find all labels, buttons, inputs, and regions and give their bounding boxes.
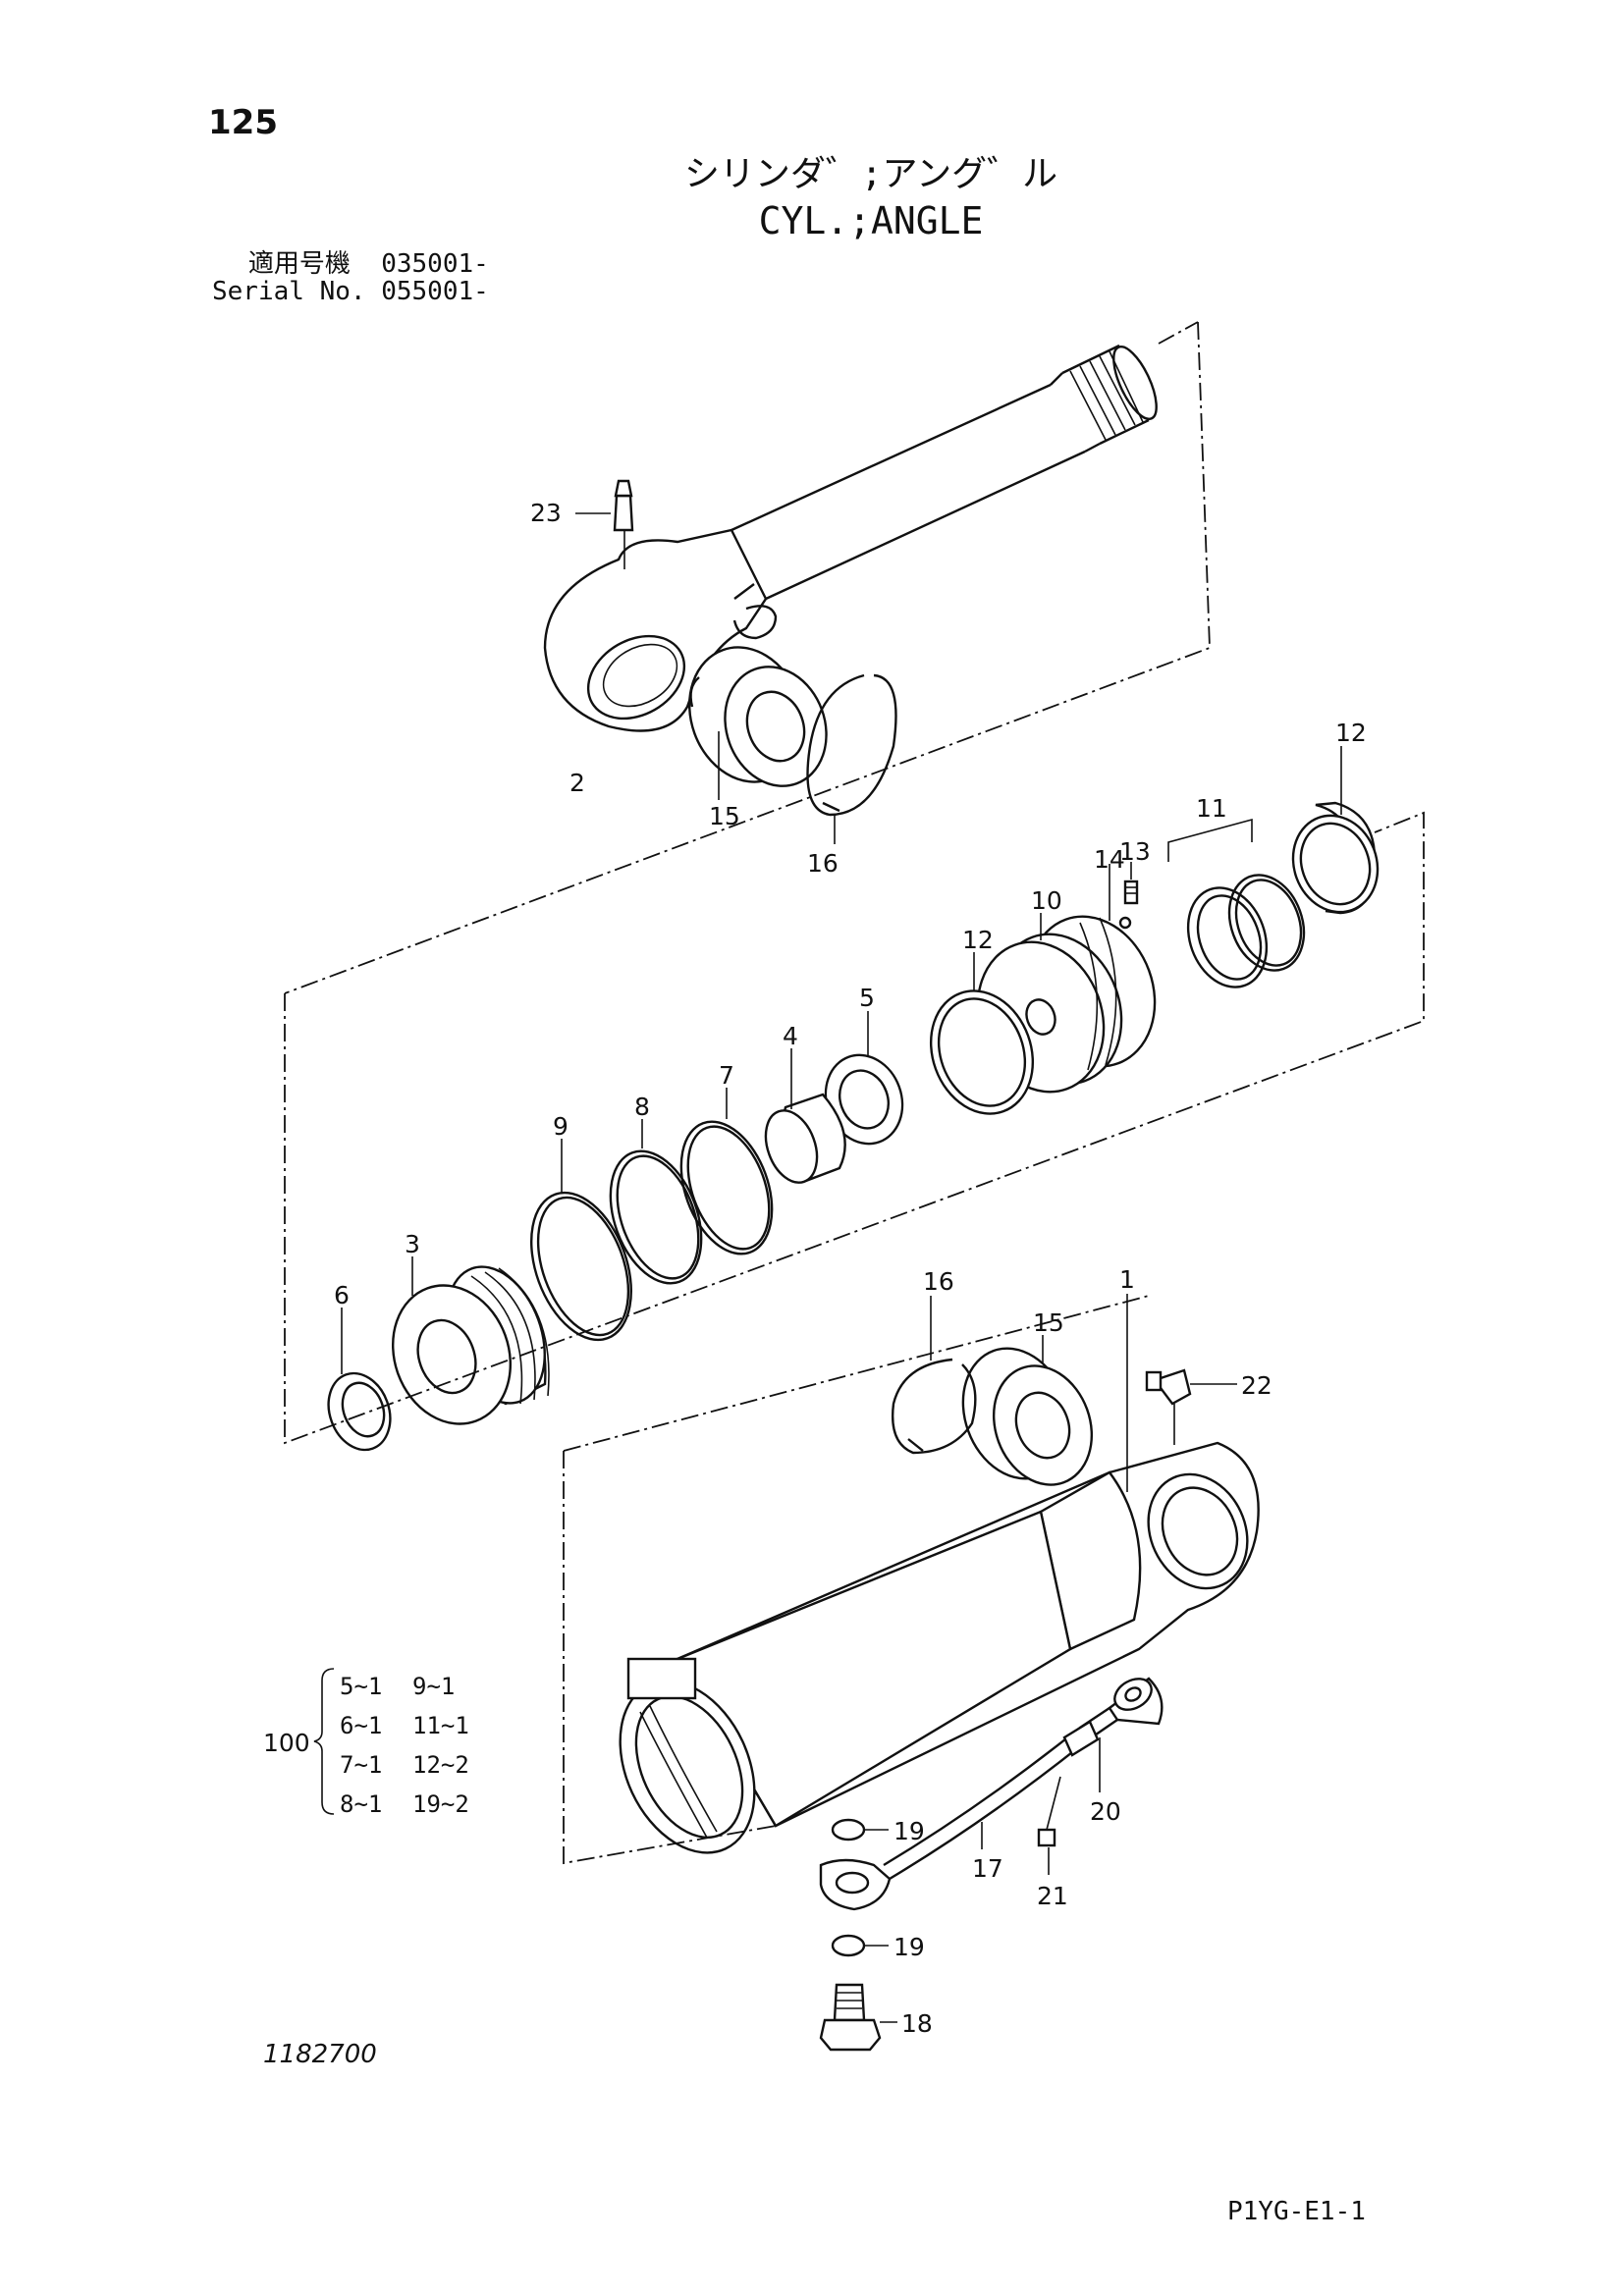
kit-number: 100 [263,1729,310,1757]
part-23-grease-nipple [575,479,634,569]
part-16-snap-ring-lower [892,1296,977,1455]
seal-kit-100: 100 5~1 9~1 6~1 11~1 7~1 12~2 8~1 19~2 [263,1668,469,1818]
piston-rod-assembly [284,321,1211,994]
callout-23: 23 [530,499,562,527]
callout-19-lower: 19 [893,1933,925,1961]
part-4-bushing [764,1048,846,1184]
callout-12-left: 12 [962,926,994,954]
kit-row-4-left: 8~1 [340,1790,382,1818]
part-7-o-ring [679,1088,774,1255]
part-12-ring-left [929,952,1035,1115]
part-20-clamp [1062,1720,1101,1792]
part-6-dust-seal [327,1308,392,1452]
callout-5: 5 [859,984,875,1012]
part-19-o-ring-lower [831,1934,889,1957]
callout-11: 11 [1196,794,1227,823]
callout-17: 17 [972,1854,1003,1883]
kit-row-3-right: 12~2 [412,1751,469,1779]
callout-1: 1 [1119,1265,1135,1294]
callout-3: 3 [405,1230,420,1258]
callout-7: 7 [719,1061,734,1090]
kit-row-1-left: 5~1 [340,1673,382,1700]
callout-16-upper: 16 [807,849,839,878]
serial-row-en: Serial No. 055001- [212,277,489,306]
page-code: P1YG-E1-1 [1227,2197,1366,2226]
page-number: 125 [208,103,278,142]
callout-16-lower: 16 [923,1267,954,1296]
part-15-bushing-upper [687,646,828,800]
part-9-o-ring [530,1139,632,1342]
part-16-snap-ring-upper [806,673,897,844]
part-11-seal-pair [1167,818,1306,988]
callout-15-upper: 15 [709,802,740,830]
callout-12-right: 12 [1335,719,1367,747]
kit-row-4-right: 19~2 [412,1790,469,1818]
callout-2: 2 [569,769,585,797]
part-3-cylinder-head [391,1256,550,1425]
kit-row-2-left: 6~1 [340,1712,382,1739]
callout-20: 20 [1090,1797,1121,1826]
part-21-bolt [1037,1776,1061,1875]
title-japanese: シリンダ゛;アング゛ル [683,154,1058,194]
callout-15-lower: 15 [1033,1308,1064,1337]
part-14-steel-ball [1109,864,1132,930]
callout-18: 18 [901,2009,933,2038]
drawing-number: 1182700 [263,2040,377,2069]
callout-8: 8 [634,1093,650,1121]
callout-6: 6 [334,1281,350,1309]
callout-14: 14 [1094,845,1125,874]
callout-19-upper: 19 [893,1817,925,1845]
kit-row-1-right: 9~1 [412,1673,455,1700]
callout-labels: 12 11 13 14 10 12 5 4 7 8 9 3 6 23 2 15 … [334,499,1367,2038]
callout-9: 9 [553,1112,568,1141]
callout-21: 21 [1037,1882,1068,1910]
kit-row-2-right: 11~1 [412,1712,469,1739]
callout-13: 13 [1119,837,1151,866]
callout-10: 10 [1031,886,1062,915]
serial-row-ja: 適用号機 035001- [247,249,489,279]
part-18-union-bolt [819,1983,897,2052]
part-1-cylinder-tube [619,1294,1260,1854]
title-english: CYL.;ANGLE [758,199,984,242]
kit-row-3-left: 7~1 [340,1751,382,1779]
part-8-backup-ring [609,1119,703,1285]
part-12-ring-right [1291,746,1380,915]
callout-4: 4 [783,1022,798,1050]
thread-lines [1069,350,1144,441]
serial-block: 適用号機 035001- Serial No. 055001- [212,251,489,306]
part-15-bushing-lower [961,1335,1094,1486]
callout-22: 22 [1241,1371,1272,1400]
part-22-grease-fitting [1145,1368,1237,1445]
part-13-set-screw [1123,862,1139,905]
part-19-o-ring-upper [831,1818,889,1842]
part-10-piston [976,913,1157,1094]
